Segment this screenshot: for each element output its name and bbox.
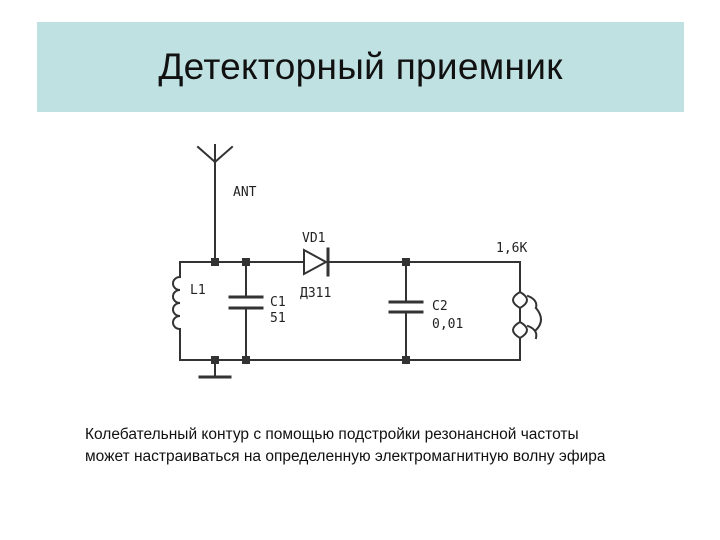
label-c1-ref: C1 [270, 295, 286, 310]
bottom-rail-wire [179, 344, 521, 361]
title-banner: Детекторный приемник [37, 22, 684, 112]
junction-dots [211, 258, 410, 364]
caption-line: Колебательный контур с помощью подстройк… [85, 426, 579, 443]
label-phones-value: 1,6K [496, 241, 527, 256]
label-coil-ref: L1 [190, 283, 206, 298]
label-diode-ref: VD1 [302, 231, 325, 246]
junction-dot [402, 258, 410, 266]
headphones-symbol [512, 290, 542, 346]
label-c2-value: 0,01 [432, 317, 463, 332]
label-antenna: ANT [233, 185, 257, 200]
antenna-symbol [196, 144, 234, 263]
junction-dot [211, 356, 219, 364]
top-rail-wire [179, 261, 521, 293]
label-c1-value: 51 [270, 311, 286, 326]
slide-title: Детекторный приемник [158, 46, 563, 87]
junction-dot [211, 258, 219, 266]
capacitor-c1 [228, 261, 264, 361]
inductor-l1 [172, 261, 182, 361]
label-c2-ref: C2 [432, 299, 448, 314]
junction-dot [402, 356, 410, 364]
label-diode-type: Д311 [300, 286, 331, 301]
diode-vd1 [303, 247, 331, 277]
capacitor-c2 [388, 261, 424, 361]
junction-dot [242, 258, 250, 266]
junction-dot [242, 356, 250, 364]
slide-caption: Колебательный контур с помощью подстройк… [85, 424, 705, 468]
caption-line: может настраиваться на определенную элек… [85, 448, 606, 465]
